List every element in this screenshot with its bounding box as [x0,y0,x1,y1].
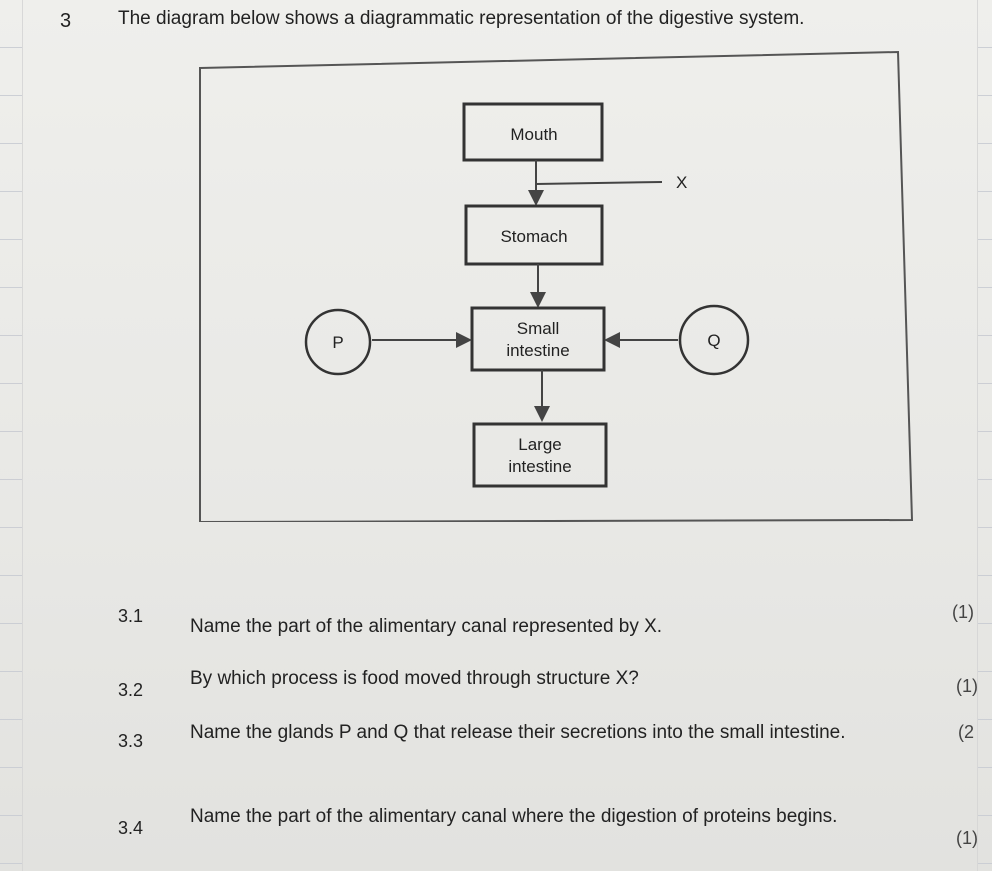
subquestion-3-3-text: Name the glands P and Q that release the… [190,722,846,743]
subquestion-3-1-text: Name the part of the alimentary canal re… [190,616,663,637]
x-pointer-line [535,181,663,185]
small-intestine-box: Small intestine [470,306,606,372]
q-label: Q [707,331,720,350]
p-label: P [332,333,343,352]
gland-q: Q [678,304,750,376]
digestive-system-diagram: Mouth X Stomach Small intestine P [198,50,914,522]
question-intro: The diagram below shows a diagrammatic r… [118,8,805,29]
stomach-label: Stomach [500,227,567,246]
stomach-box: Stomach [464,204,604,266]
subquestion-3-3-marks: (2 [958,722,975,742]
subquestion-3-4-marks: (1) [956,828,978,848]
subquestion-3-1-number: 3.1 [118,606,144,626]
gland-p: P [304,308,372,376]
large-intestine-label-1: Large [518,435,561,454]
subquestion-3-3-number: 3.3 [118,731,144,751]
subquestion-3-2-marks: (1) [956,676,978,696]
small-intestine-label-2: intestine [506,341,569,360]
subquestion-3-1-marks: (1) [952,602,974,622]
subquestion-3-4-number: 3.4 [118,818,144,838]
subquestion-3-2-number: 3.2 [118,680,144,700]
mouth-label: Mouth [510,125,557,144]
large-intestine-box: Large intestine [472,422,608,488]
diagram-frame [199,50,914,522]
notebook-margin-right [977,0,992,871]
notebook-margin-left [0,0,23,871]
large-intestine-label-2: intestine [508,457,571,476]
subquestion-3-2-text: By which process is food moved through s… [190,668,639,689]
subquestion-3-4-text: Name the part of the alimentary canal wh… [190,806,838,827]
x-label: X [676,173,687,192]
question-number: 3 [60,10,72,32]
small-intestine-label-1: Small [517,319,560,338]
mouth-box: Mouth [462,102,604,162]
